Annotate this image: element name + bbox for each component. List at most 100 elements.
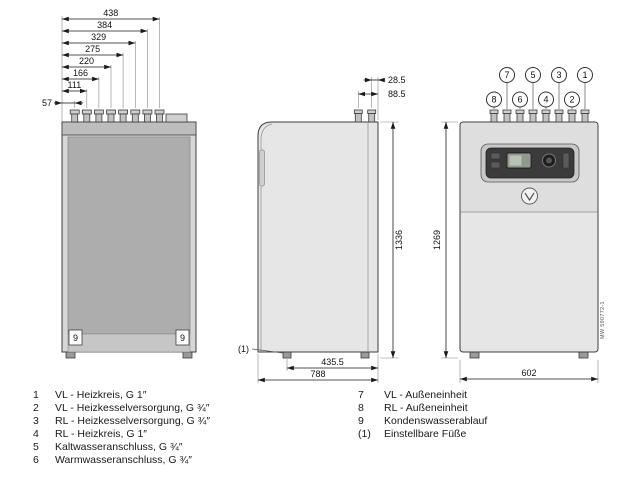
svg-text:1336: 1336 bbox=[394, 230, 404, 250]
dim-88-5: 88.5 bbox=[358, 89, 406, 99]
dims-front-right: 1269 602 bbox=[432, 121, 599, 383]
dim-1336: 1336 bbox=[390, 122, 404, 358]
dim-166: 166 bbox=[62, 68, 99, 82]
connection-callouts: 7 5 3 1 8 6 4 2 bbox=[486, 67, 593, 109]
view-front-unit bbox=[459, 109, 599, 359]
svg-text:329: 329 bbox=[91, 32, 106, 42]
legend-item-feet: (1) Einstellbare Füße bbox=[358, 428, 487, 441]
pipe-connection bbox=[106, 109, 116, 123]
pipe-connection bbox=[367, 109, 377, 123]
inner-panel bbox=[67, 136, 191, 335]
legend: 1 VL - Heizkreis, G 1″ 2 VL - Heizkessel… bbox=[33, 389, 487, 467]
svg-text:6: 6 bbox=[517, 95, 522, 105]
legend-item-4: 4 RL - Heizkreis, G 1″ bbox=[33, 428, 358, 441]
side-casing bbox=[257, 121, 379, 353]
callout-3: 3 bbox=[551, 67, 567, 83]
legend-item-3: 3 RL - Heizkesselversorgung, G ¾″ bbox=[33, 415, 358, 428]
legend-right-column: 7 VL - Außeneinheit 8 RL - Außeneinheit … bbox=[358, 389, 487, 467]
legend-item-number: 5 bbox=[33, 441, 39, 453]
foot bbox=[469, 351, 480, 359]
legend-item-text: VL - Außeneinheit bbox=[384, 389, 468, 401]
dim-384: 384 bbox=[62, 20, 148, 34]
legend-item-number: 9 bbox=[358, 415, 364, 427]
pipe-connection bbox=[118, 109, 128, 123]
dim-602: 602 bbox=[460, 368, 598, 382]
technical-drawing: 9 9 438 384 bbox=[42, 8, 606, 383]
dims-front-left: 438 384 329 275 220 166 111 bbox=[42, 8, 160, 122]
view-front-open: 9 9 bbox=[61, 109, 197, 359]
legend-item-8: 8 RL - Außeneinheit bbox=[358, 402, 487, 415]
dim-111: 111 bbox=[62, 80, 87, 94]
pipe-connection bbox=[502, 109, 512, 123]
legend-item-text: Kondenswasserablauf bbox=[384, 415, 488, 427]
svg-text:275: 275 bbox=[85, 44, 100, 54]
panel-button bbox=[490, 152, 501, 160]
foot bbox=[578, 351, 589, 359]
dim-435-5: 435.5 bbox=[287, 357, 378, 371]
svg-text:3: 3 bbox=[556, 70, 561, 80]
callout-1: 1 bbox=[577, 67, 593, 83]
pipe-connection bbox=[154, 109, 165, 123]
dims-side: 28.5 88.5 1336 435.5 788 (1) bbox=[238, 75, 406, 383]
svg-text:5: 5 bbox=[530, 70, 535, 80]
svg-text:8: 8 bbox=[491, 95, 496, 105]
drain-label: 9 bbox=[73, 333, 78, 343]
callout-6: 6 bbox=[512, 91, 528, 108]
svg-text:602: 602 bbox=[521, 368, 536, 378]
legend-item-number: 4 bbox=[33, 428, 39, 440]
legend-item-text: VL - Heizkreis, G 1″ bbox=[55, 389, 147, 401]
callout-8: 8 bbox=[486, 91, 502, 108]
svg-text:(1): (1) bbox=[238, 344, 249, 354]
legend-left-column: 1 VL - Heizkreis, G 1″ 2 VL - Heizkessel… bbox=[33, 389, 358, 467]
side-groove bbox=[259, 149, 265, 187]
svg-text:28.5: 28.5 bbox=[388, 75, 406, 85]
view-side bbox=[257, 109, 379, 359]
legend-item-text: RL - Heizkreis, G 1″ bbox=[55, 428, 148, 440]
top-strip bbox=[61, 121, 197, 136]
svg-text:2: 2 bbox=[569, 95, 574, 105]
svg-text:438: 438 bbox=[103, 8, 118, 18]
drain-label: 9 bbox=[180, 333, 185, 343]
legend-item-text: Einstellbare Füße bbox=[384, 428, 467, 440]
callout-5: 5 bbox=[525, 67, 541, 83]
legend-item-6: 6 Warmwasseranschluss, G ¾″ bbox=[33, 454, 358, 467]
pipe-connection bbox=[94, 109, 104, 123]
legend-item-text: Warmwasseranschluss, G ¾″ bbox=[55, 454, 192, 466]
svg-text:435.5: 435.5 bbox=[321, 357, 344, 367]
svg-text:1: 1 bbox=[582, 70, 587, 80]
legend-item-number: 2 bbox=[33, 402, 39, 414]
legend-item-number: (1) bbox=[358, 428, 371, 440]
pipe-connection bbox=[528, 109, 538, 123]
dim-438: 438 bbox=[62, 8, 160, 22]
legend-item-text: RL - Heizkesselversorgung, G ¾″ bbox=[55, 415, 211, 427]
pipe-connection bbox=[567, 109, 577, 123]
dim-329: 329 bbox=[62, 32, 136, 46]
svg-text:788: 788 bbox=[310, 369, 325, 379]
foot bbox=[182, 351, 193, 359]
svg-text:88.5: 88.5 bbox=[388, 89, 406, 99]
svg-text:4: 4 bbox=[543, 95, 548, 105]
legend-item-number: 6 bbox=[33, 454, 39, 466]
dim-275: 275 bbox=[62, 44, 124, 58]
dim-1269: 1269 bbox=[432, 122, 449, 358]
legend-item-text: Kaltwasseranschluss, G ¾″ bbox=[55, 441, 183, 453]
svg-text:57: 57 bbox=[42, 98, 52, 108]
pipe-connection bbox=[554, 109, 564, 123]
brand-logo bbox=[521, 187, 538, 205]
condensate-drain-left: 9 bbox=[68, 329, 83, 346]
legend-item-9: 9 Kondenswasserablauf bbox=[358, 415, 487, 428]
pipe-connection bbox=[515, 109, 525, 123]
panel-button bbox=[490, 161, 501, 169]
svg-text:220: 220 bbox=[79, 56, 94, 66]
svg-text:166: 166 bbox=[73, 68, 88, 78]
pipe-connection bbox=[142, 109, 153, 123]
foot bbox=[65, 351, 76, 359]
callout-2: 2 bbox=[564, 91, 580, 108]
bottom-strip bbox=[67, 333, 191, 353]
dim-220: 220 bbox=[62, 56, 111, 70]
pipe-connection bbox=[489, 109, 499, 123]
feet-callout: (1) bbox=[238, 344, 284, 354]
legend-item-number: 3 bbox=[33, 415, 39, 427]
drawing-code: MW 590772-1 bbox=[600, 301, 606, 339]
